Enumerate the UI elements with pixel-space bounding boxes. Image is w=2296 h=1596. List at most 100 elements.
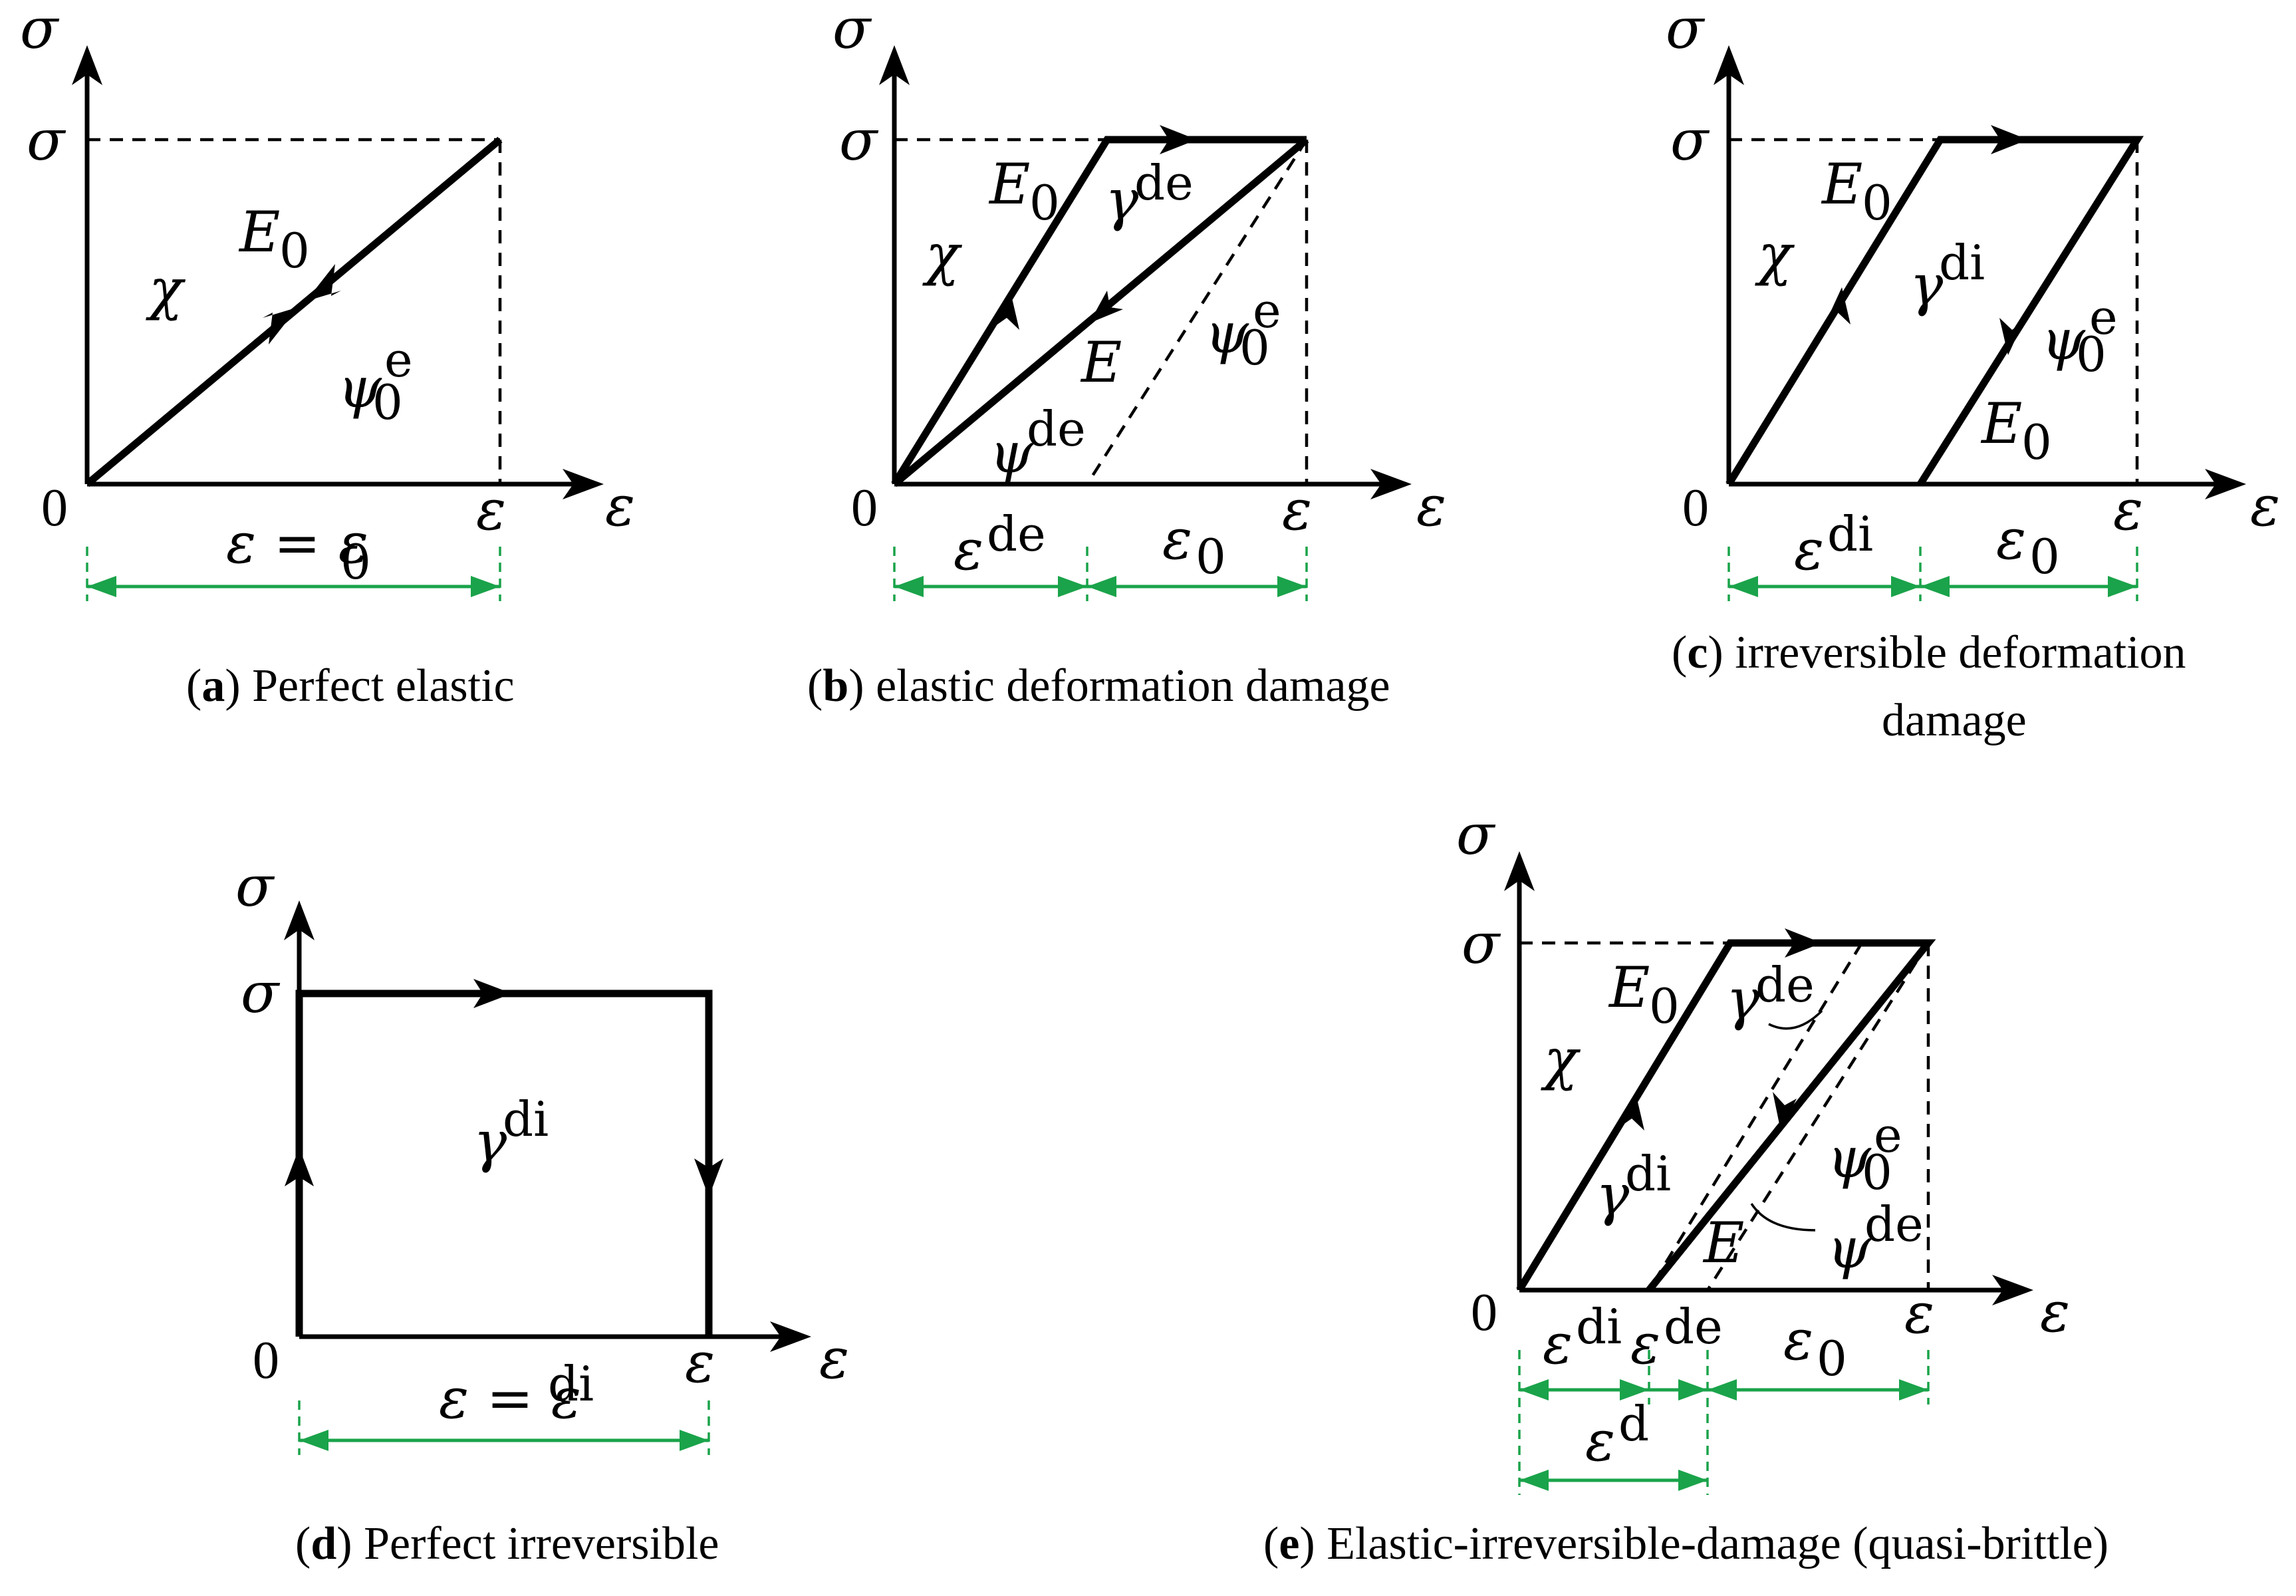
dim-arrow	[1620, 1379, 1649, 1400]
svg-text:ψ: ψ	[1827, 1125, 1872, 1190]
svg-text:di: di	[1827, 506, 1873, 562]
svg-text:d: d	[1618, 1396, 1649, 1452]
x-axis-arrowhead	[563, 469, 604, 499]
svg-text:e: e	[2089, 289, 2118, 345]
svg-text:E: E	[1980, 391, 2022, 456]
E0-label: E 0	[238, 200, 310, 279]
unloading-arrow	[694, 1158, 723, 1197]
svg-text:ψ: ψ	[2041, 307, 2086, 372]
svg-text:de: de	[1755, 957, 1815, 1013]
psi0e-label: ψ 0 e	[338, 332, 413, 430]
svg-text:de: de	[1027, 401, 1086, 457]
dim-eps-di-label: ε di	[1543, 1299, 1622, 1377]
psi0e-label: ψ 0 e	[2041, 289, 2118, 382]
dim-arrow-right	[471, 576, 500, 597]
dim-eps0-label: ε 0	[1162, 507, 1226, 585]
svg-text:e: e	[1874, 1107, 1902, 1163]
caption-a: (a) Perfect elastic	[186, 660, 515, 712]
svg-text:de: de	[1864, 1196, 1924, 1252]
loading-arrow	[995, 293, 1019, 330]
E0-label: E 0	[988, 152, 1060, 231]
dim-arrow-left	[1729, 576, 1758, 597]
chi-label: χ	[146, 257, 186, 322]
dim-arrow	[1899, 1379, 1928, 1400]
axis-eps-label: ε	[2250, 473, 2280, 539]
dim-arrow	[1678, 1379, 1708, 1400]
sigma-tick-label: σ	[27, 108, 66, 173]
gamma-di-label: γ di	[1910, 235, 1985, 318]
axis-eps-label: ε	[819, 1326, 849, 1391]
caption-c-line1: (c) irreversible deformation	[1672, 627, 2186, 678]
psi0e-label: ψ 0 e	[1205, 283, 1281, 376]
axis-sigma-label: σ	[1666, 0, 1706, 61]
dim-eps-de-label: ε de	[1630, 1299, 1723, 1377]
svg-text:di: di	[1576, 1299, 1622, 1355]
psi0e-label: ψ 0 e	[1827, 1107, 1902, 1200]
origin-label: 0	[1471, 1283, 1497, 1342]
unloading-arrow	[1773, 1092, 1797, 1130]
svg-text:di: di	[503, 1091, 549, 1147]
svg-text:0: 0	[1862, 1144, 1892, 1200]
svg-text:0: 0	[1196, 529, 1226, 585]
panel-c: σ σ ε 0 ε χ E 0 γ di ψ 0 e E 0 ε	[1666, 0, 2280, 746]
unloading-arrow	[306, 264, 341, 301]
sigma-tick-label: σ	[1670, 108, 1710, 173]
svg-text:γ: γ	[1910, 253, 1944, 318]
svg-text:ε: ε	[1585, 1408, 1615, 1474]
svg-text:di: di	[1625, 1146, 1671, 1202]
x-axis-arrowhead	[1370, 469, 1412, 499]
svg-text:ε: ε	[954, 517, 983, 583]
dim-eps0-label: ε 0	[1783, 1307, 1847, 1387]
dim-arrow-left	[894, 576, 924, 597]
plateau-arrow	[1160, 125, 1197, 154]
E0-top-label: E 0	[1821, 152, 1892, 231]
dim-arrow-mid-left	[1058, 576, 1087, 597]
gamma-di-label: γ di	[1596, 1146, 1671, 1228]
dim-label: ε = ε 0	[226, 511, 371, 590]
chi-label: χ	[922, 222, 963, 287]
gamma-de-guide	[1648, 942, 1863, 1291]
E0-bottom-label: E 0	[1980, 391, 2052, 470]
dim-arrow-mid-left	[1891, 576, 1920, 597]
svg-text:γ: γ	[1596, 1162, 1630, 1228]
axis-sigma-label: σ	[1456, 802, 1496, 867]
svg-text:ψ: ψ	[338, 355, 382, 420]
sigma-tick-label: σ	[1462, 911, 1501, 976]
caption-b: (b) elastic deformation damage	[807, 660, 1390, 712]
svg-text:0: 0	[1649, 978, 1680, 1034]
svg-text:ψ: ψ	[1827, 1216, 1872, 1281]
svg-text:E: E	[1608, 955, 1650, 1020]
x-axis-arrowhead	[770, 1321, 811, 1352]
y-axis-arrowhead	[879, 45, 910, 85]
caption-c-line2: damage	[1882, 695, 2027, 746]
origin-label: 0	[851, 479, 878, 537]
unloading-arrow	[1999, 318, 2023, 355]
dim-arrow	[1708, 1379, 1737, 1400]
eps-tick-label: ε	[476, 477, 506, 543]
E-label: E	[1080, 330, 1122, 395]
chi-label: χ	[1541, 1027, 1581, 1092]
dim-arrow-left	[87, 576, 116, 597]
svg-text:E: E	[1821, 152, 1862, 217]
svg-text:0: 0	[279, 223, 310, 279]
plateau-arrow	[473, 979, 512, 1008]
loading-arrow	[263, 307, 298, 344]
svg-text:E: E	[238, 200, 280, 265]
svg-text:0: 0	[2029, 529, 2060, 585]
dim-arrow-mid-right	[1920, 576, 1950, 597]
gamma-de-label: γ de	[1105, 155, 1194, 233]
panel-e: σ σ ε 0 ε χ E 0 γ de γ di ψ 0 e E ψ de	[1263, 802, 2108, 1569]
loading-path	[891, 136, 1307, 486]
panel-d: σ σ ε 0 ε γ di ε = ε di (d) Perfect irre…	[235, 854, 849, 1569]
dim-arrow-right	[680, 1430, 709, 1451]
axis-sigma-label: σ	[235, 854, 275, 919]
dim-arrow	[1678, 1470, 1708, 1491]
svg-text:ε = ε: ε = ε	[226, 511, 368, 576]
dim-arrow	[1519, 1379, 1549, 1400]
E-label: E	[1702, 1210, 1744, 1275]
svg-text:ε: ε	[1996, 507, 2026, 572]
dim-eps0-label: ε 0	[1996, 507, 2060, 585]
svg-text:ψ: ψ	[1205, 301, 1249, 366]
caption-d: (d) Perfect irreversible	[295, 1518, 719, 1569]
